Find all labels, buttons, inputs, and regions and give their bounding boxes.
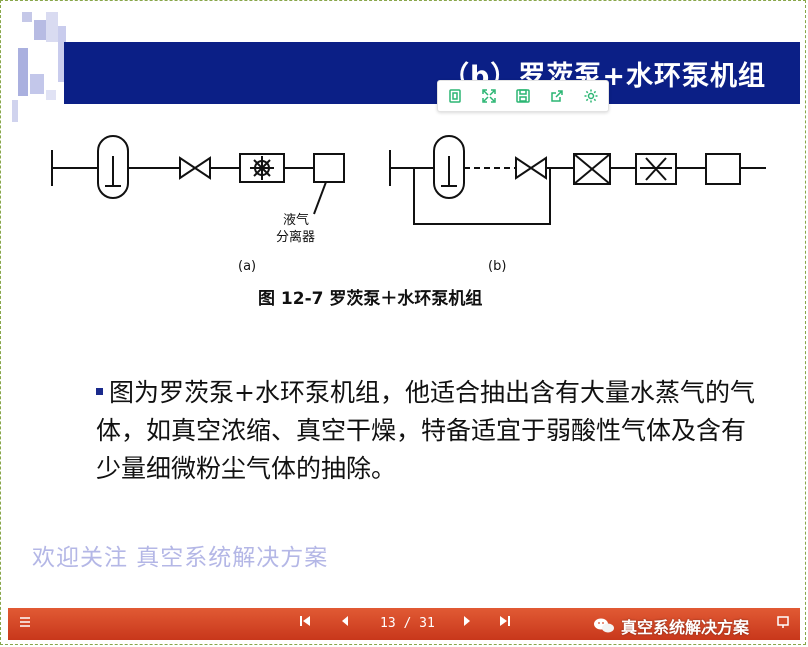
figure-caption: 图 12-7 罗茨泵＋水环泵机组	[258, 289, 483, 309]
callout-line1: 液气	[283, 212, 309, 228]
label-a: (a)	[238, 259, 256, 274]
page-indicator: 13 / 31	[380, 616, 435, 631]
callout-line2: 分离器	[276, 229, 315, 245]
expand-button[interactable]	[478, 85, 500, 107]
bypass-line	[413, 168, 551, 225]
notes-button[interactable]	[776, 615, 790, 633]
decorative-square	[46, 12, 58, 42]
decorative-square	[30, 74, 44, 94]
decorative-square	[22, 12, 32, 22]
next-icon	[464, 616, 470, 626]
prev-slide-button[interactable]	[338, 614, 352, 632]
settings-button[interactable]	[580, 85, 602, 107]
valve-a	[179, 156, 211, 180]
valve-b	[515, 156, 547, 180]
decorative-square	[18, 48, 28, 96]
next-slide-button[interactable]	[460, 614, 474, 632]
bullet-icon	[96, 388, 103, 395]
brand-text: 真空系统解决方案	[621, 618, 750, 637]
expand-icon	[482, 89, 496, 103]
decorative-square	[46, 90, 56, 100]
menu-button[interactable]	[18, 615, 32, 633]
last-icon	[500, 616, 510, 626]
last-slide-button[interactable]	[498, 614, 512, 632]
copy-button[interactable]	[444, 85, 466, 107]
slide-nav-bar: 13 / 31 真空系统解决方案	[8, 608, 800, 640]
decorative-square	[58, 26, 66, 82]
first-icon	[300, 616, 310, 626]
save-button[interactable]	[512, 85, 534, 107]
separator-b	[705, 153, 741, 185]
image-toolbar	[437, 80, 609, 112]
body-text: 图为罗茨泵+水环泵机组，他适合抽出含有大量水蒸气的气体，如真空浓缩、真空干燥，特…	[96, 378, 755, 483]
prev-icon	[342, 616, 348, 626]
share-button[interactable]	[546, 85, 568, 107]
save-icon	[516, 89, 530, 103]
settings-icon	[584, 89, 598, 103]
decorative-square	[34, 20, 46, 40]
menu-icon	[20, 617, 30, 627]
title-bar: （b）罗茨泵+水环泵机组	[64, 42, 800, 104]
watermark-text: 欢迎关注 真空系统解决方案	[32, 545, 329, 571]
body-paragraph: 图为罗茨泵+水环泵机组，他适合抽出含有大量水蒸气的气体，如真空浓缩、真空干燥，特…	[96, 374, 756, 488]
slide: （b）罗茨泵+水环泵机组 液气 分离器 (a)	[8, 8, 800, 612]
copy-icon	[449, 89, 461, 103]
decorative-square	[12, 100, 18, 122]
brand-watermark: 真空系统解决方案	[593, 614, 749, 638]
separator-a	[313, 153, 345, 183]
pump-schematic: 液气 分离器 (a) (b)	[51, 135, 766, 274]
label-b: (b)	[488, 259, 506, 274]
share-icon	[551, 90, 563, 102]
first-slide-button[interactable]	[298, 614, 312, 632]
notes-icon	[777, 616, 789, 628]
wechat-icon	[594, 618, 614, 633]
